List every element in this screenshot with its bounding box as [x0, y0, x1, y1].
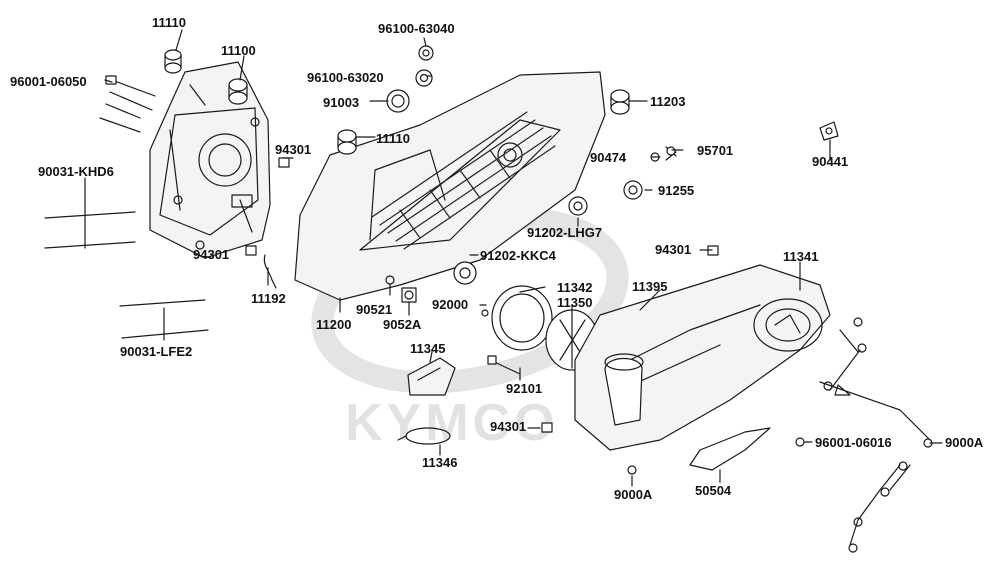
dowel-pin-94301-a[interactable] — [278, 157, 290, 168]
callout-96100-63020[interactable]: 96100-63020 — [307, 70, 384, 85]
callout-11203[interactable]: 11203 — [650, 94, 686, 109]
stud-bolts-90031-khd6[interactable] — [44, 211, 136, 249]
crankcase-left-half[interactable] — [149, 61, 271, 259]
hose-clip-11192[interactable] — [263, 254, 277, 289]
callout-11341[interactable]: 11341 — [783, 249, 819, 264]
svg-text:KYMCO: KYMCO — [345, 394, 559, 452]
bolt-95701[interactable] — [665, 146, 677, 161]
bearing-91003[interactable] — [386, 89, 410, 113]
intake-duct-11345[interactable] — [407, 357, 456, 396]
callout-92101[interactable]: 92101 — [506, 381, 543, 396]
callout-9052A[interactable]: 9052A — [383, 317, 422, 332]
callout-11110-top[interactable]: 11110 — [152, 15, 186, 30]
callout-91202-lhg7[interactable]: 91202-LHG7 — [527, 225, 603, 240]
callout-11395[interactable]: 11395 — [632, 279, 668, 294]
callout-11350[interactable]: 11350 — [557, 295, 593, 310]
callout-94301-a[interactable]: 94301 — [275, 142, 312, 157]
bracket-50504[interactable] — [689, 427, 771, 471]
callout-11110-middle[interactable]: 11110 — [376, 131, 410, 146]
bushing-11110-middle[interactable] — [337, 129, 357, 155]
cover-duct-11395[interactable] — [604, 353, 644, 426]
callout-94301-c[interactable]: 94301 — [655, 242, 692, 257]
bushing-11110-top[interactable] — [164, 49, 182, 74]
hose-clamp-11346[interactable] — [397, 427, 451, 445]
bolt-set-96001-06050[interactable] — [99, 75, 156, 133]
callout-9000A-right[interactable]: 9000A — [945, 435, 984, 450]
stud-bolts-90031-lfe2[interactable] — [119, 299, 209, 339]
callout-50504[interactable]: 50504 — [695, 483, 732, 498]
callout-90031-khd6[interactable]: 90031-KHD6 — [38, 164, 114, 179]
callout-94301-b[interactable]: 94301 — [193, 247, 230, 262]
dowel-pin-94301-b[interactable] — [245, 245, 257, 256]
callout-91003[interactable]: 91003 — [323, 95, 360, 110]
callout-11342[interactable]: 11342 — [557, 280, 593, 295]
callout-11345[interactable]: 11345 — [410, 341, 446, 356]
callout-11100[interactable]: 11100 — [221, 43, 256, 58]
drain-bolt-9052A[interactable] — [401, 287, 417, 303]
callout-90441[interactable]: 90441 — [812, 154, 849, 169]
oil-seal-91255[interactable] — [623, 180, 643, 200]
callout-11346[interactable]: 11346 — [422, 455, 458, 470]
shaft-92101[interactable] — [487, 355, 521, 375]
cover-bolts-9000A[interactable] — [627, 317, 933, 553]
leader-lines — [84, 29, 943, 487]
callout-11200[interactable]: 11200 — [316, 317, 352, 332]
callout-96001-06016[interactable]: 96001-06016 — [815, 435, 892, 450]
bracket-90441[interactable] — [819, 121, 839, 141]
bolt-92000[interactable] — [481, 309, 489, 317]
gasket-11342[interactable] — [491, 285, 553, 351]
crankcase-main-body[interactable] — [294, 71, 606, 301]
callout-90031-lfe2[interactable]: 90031-LFE2 — [120, 344, 193, 359]
bushing-11203[interactable] — [610, 89, 630, 115]
oil-seal-96100-63040[interactable] — [418, 45, 434, 61]
bushing-11100[interactable] — [228, 78, 248, 105]
callout-11192[interactable]: 11192 — [251, 291, 286, 306]
oil-seal-91202-kkc4[interactable] — [453, 261, 477, 285]
callout-9000A-bottom[interactable]: 9000A — [614, 487, 653, 502]
callout-92000[interactable]: 92000 — [432, 297, 469, 312]
oil-seal-91202-lhg7[interactable] — [568, 196, 588, 216]
callout-95701[interactable]: 95701 — [697, 143, 734, 158]
callout-91255[interactable]: 91255 — [658, 183, 695, 198]
callout-96001-06050[interactable]: 96001-06050 — [10, 74, 87, 89]
dowel-pin-94301-d[interactable] — [541, 422, 553, 433]
oil-seal-96100-63020[interactable] — [415, 69, 433, 87]
callout-96100-63040[interactable]: 96100-63040 — [378, 21, 455, 36]
callout-90474[interactable]: 90474 — [590, 150, 627, 165]
callout-94301-d[interactable]: 94301 — [490, 419, 527, 434]
callout-91202-kkc4[interactable]: 91202-KKC4 — [480, 248, 556, 263]
cooling-grille — [371, 111, 556, 250]
callout-90521[interactable]: 90521 — [356, 302, 393, 317]
